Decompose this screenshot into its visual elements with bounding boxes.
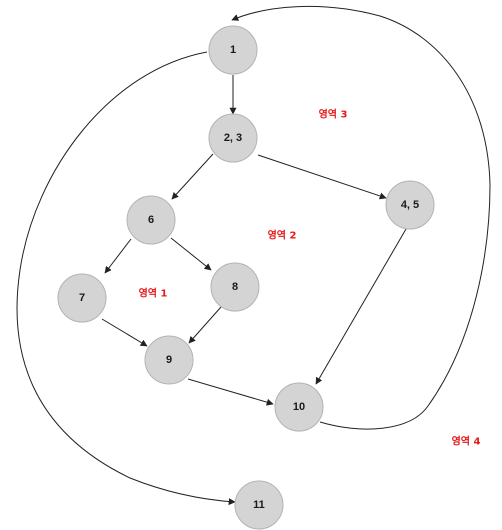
node-8-label: 8 [232,281,238,293]
region-2-label: 영역 2 [268,229,297,242]
nodes: 1 2, 3 4, 5 6 7 8 9 10 [57,25,435,530]
node-10: 10 [274,382,324,432]
region-labels: 영역 3 영역 2 영역 1 영역 4 [139,108,481,448]
edge-8-to-9 [188,306,222,344]
node-11: 11 [234,480,284,530]
edge-45-to-10 [315,228,407,385]
edge-1-to-11 [16,51,236,506]
edge-10-to-1 [231,6,491,430]
node-10-label: 10 [293,401,305,413]
node-9-label: 9 [166,354,172,366]
node-4-5: 4, 5 [385,180,435,230]
region-1-label: 영역 1 [139,287,168,300]
node-6-label: 6 [148,214,154,226]
node-8: 8 [210,262,260,312]
region-3-label: 영역 3 [319,108,348,121]
node-7-label: 7 [79,292,85,304]
node-4-5-label: 4, 5 [401,199,419,211]
edge-23-to-45 [257,154,387,200]
node-1: 1 [208,25,258,75]
edge-9-to-10 [187,378,274,406]
node-11-label: 11 [253,499,265,511]
edge-6-to-8 [170,237,212,271]
node-2-3-label: 2, 3 [224,132,242,144]
node-2-3: 2, 3 [208,113,258,163]
edge-6-to-7 [104,238,132,274]
edges [16,6,491,506]
edge-7-to-9 [101,318,148,347]
node-7: 7 [57,273,107,323]
node-1-label: 1 [230,44,236,56]
node-6: 6 [126,195,176,245]
node-9: 9 [144,335,194,385]
edge-23-to-6 [171,153,214,200]
region-4-label: 영역 4 [452,435,481,448]
